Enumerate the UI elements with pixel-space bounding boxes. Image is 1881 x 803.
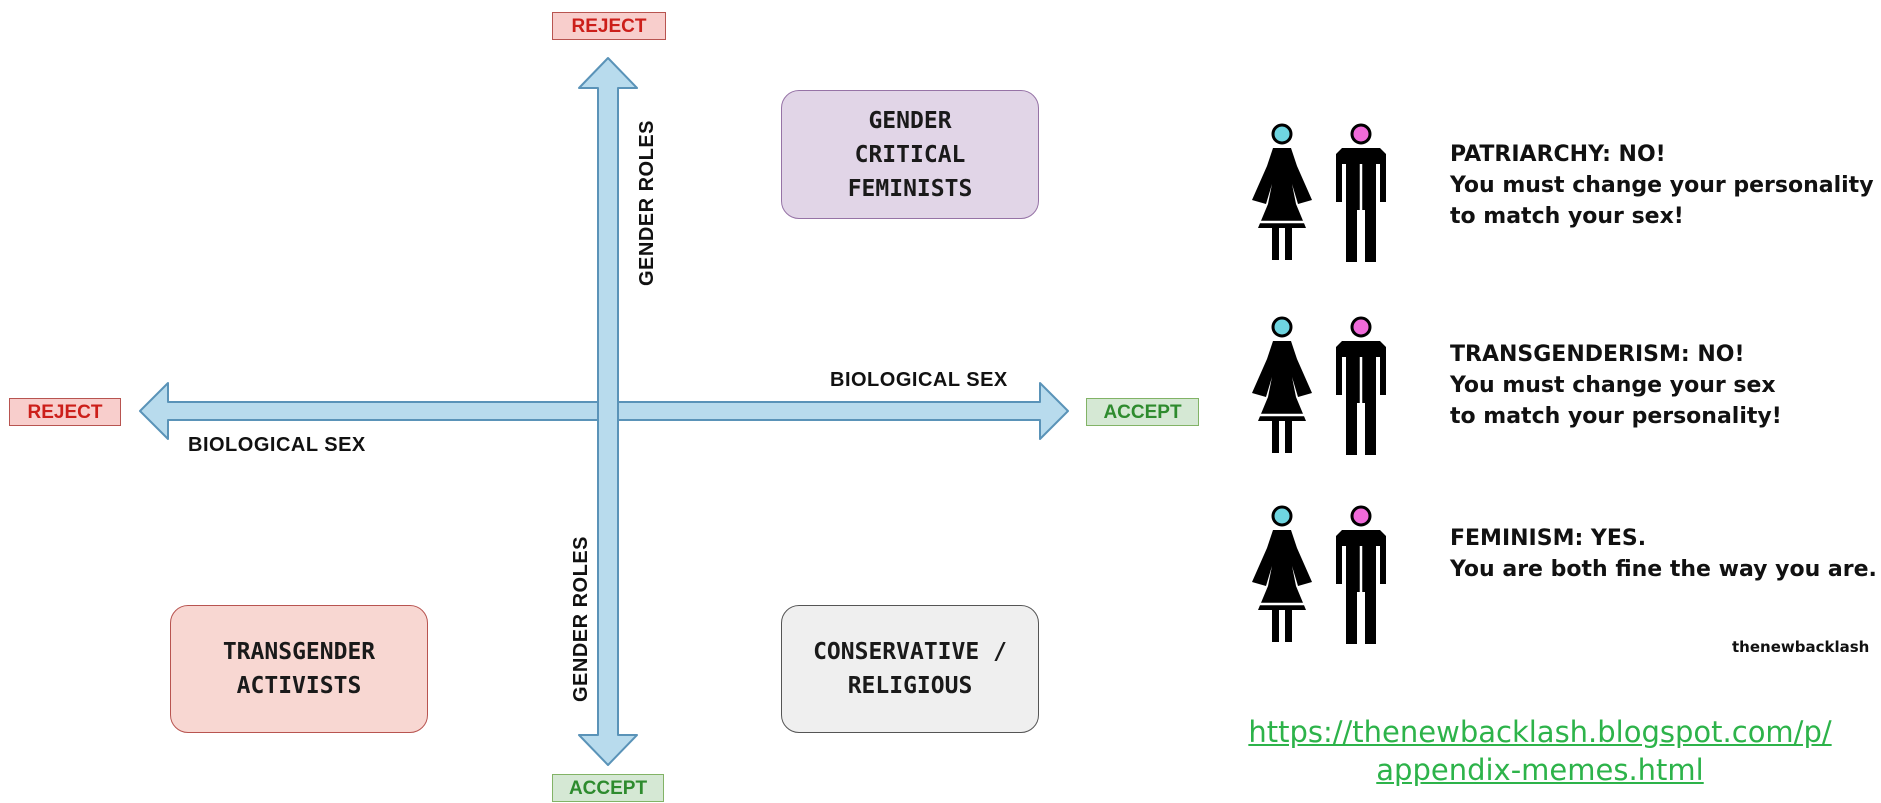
figure-pair-transgenderism: [1252, 316, 1386, 455]
vertical-axis-label-top: GENDER ROLES: [636, 119, 658, 287]
figure-pair-feminism: [1252, 505, 1386, 644]
caption-line: You must change your personality: [1450, 173, 1874, 198]
horizontal-axis-label-right: BIOLOGICAL SEX: [830, 369, 1008, 391]
source-credit: thenewbacklash: [1732, 638, 1870, 656]
caption-line: You must change your sex: [1450, 373, 1776, 398]
gender-critical-feminists-box: GENDER CRITICAL FEMINISTS: [781, 90, 1039, 219]
caption-heading: FEMINISM: YES.: [1450, 526, 1647, 551]
source-link-line1[interactable]: https://thenewbacklash.blogspot.com/p/: [1248, 715, 1832, 749]
caption-line: to match your sex!: [1450, 204, 1684, 229]
caption-line: You are both fine the way you are.: [1450, 557, 1877, 582]
source-link[interactable]: https://thenewbacklash.blogspot.com/p/ a…: [1220, 713, 1860, 789]
caption-patriarchy: PATRIARCHY: NO! You must change your per…: [1450, 139, 1874, 232]
caption-heading: TRANSGENDERISM: NO!: [1450, 342, 1745, 367]
caption-feminism: FEMINISM: YES. You are both fine the way…: [1450, 523, 1877, 585]
source-link-line2[interactable]: appendix-memes.html: [1376, 753, 1704, 787]
left-reject-tag: REJECT: [9, 398, 121, 426]
woman-icon: [1252, 505, 1312, 642]
woman-icon: [1252, 316, 1312, 453]
conservative-religious-box: CONSERVATIVE / RELIGIOUS: [781, 605, 1039, 733]
figure-pair-patriarchy: [1252, 123, 1386, 262]
man-icon: [1336, 505, 1386, 644]
man-icon: [1336, 123, 1386, 262]
vertical-axis-label-bottom: GENDER ROLES: [570, 535, 592, 703]
right-accept-tag: ACCEPT: [1086, 398, 1199, 426]
horizontal-axis-label-left: BIOLOGICAL SEX: [188, 434, 366, 456]
caption-line: to match your personality!: [1450, 404, 1782, 429]
vertical-axis-arrow: [578, 57, 638, 766]
woman-icon: [1252, 123, 1312, 260]
top-reject-tag: REJECT: [552, 12, 666, 40]
caption-heading: PATRIARCHY: NO!: [1450, 142, 1666, 167]
transgender-activists-box: TRANSGENDER ACTIVISTS: [170, 605, 428, 733]
bottom-accept-tag: ACCEPT: [552, 774, 664, 802]
man-icon: [1336, 316, 1386, 455]
caption-transgenderism: TRANSGENDERISM: NO! You must change your…: [1450, 339, 1782, 432]
